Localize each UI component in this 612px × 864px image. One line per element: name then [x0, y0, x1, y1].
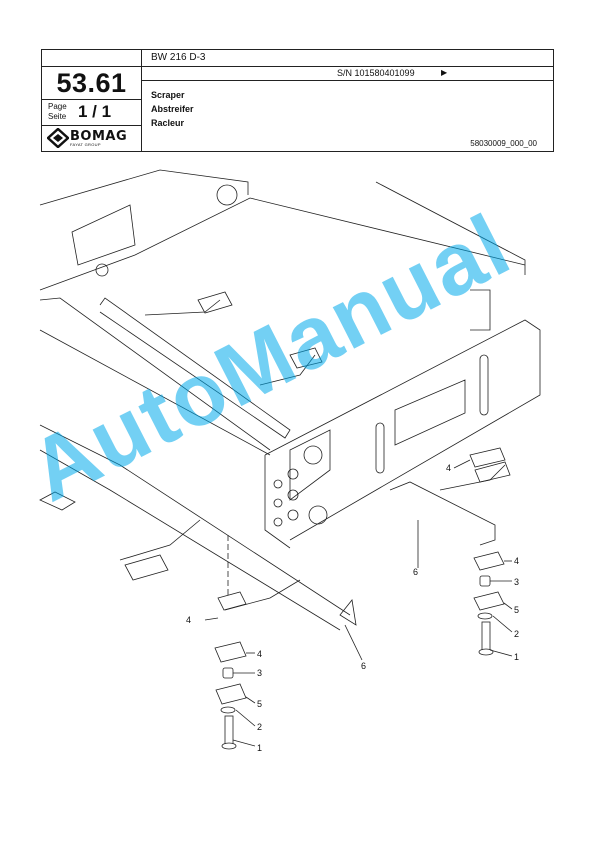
callout-label: 3 [514, 577, 520, 587]
page-label-en: Page [48, 102, 67, 111]
callout-label: 1 [257, 743, 263, 753]
exploded-view-drawing [39, 169, 541, 750]
serial-arrow-icon: ▶ [441, 68, 448, 77]
brand-logo: BOMAG FAYAT GROUP [42, 126, 141, 151]
page-row: Page Seite 1 / 1 [42, 100, 141, 126]
callout-label: 3 [257, 668, 263, 678]
title-german: Abstreifer [151, 104, 194, 114]
brand-subtitle: FAYAT GROUP [70, 142, 101, 147]
callout-label: 6 [413, 567, 419, 577]
title-french: Racleur [151, 118, 185, 128]
page-label: Page Seite [48, 102, 67, 122]
title-english: Scraper [151, 90, 185, 100]
model-row: BW 216 D-3 [141, 50, 553, 67]
callout-label: 5 [514, 605, 520, 615]
callout-label: 4 [446, 463, 452, 473]
section-number: 53.61 [42, 67, 141, 100]
part-titles: Scraper Abstreifer Racleur [151, 88, 194, 130]
callout-label: 2 [257, 722, 263, 732]
callout-label: 5 [257, 699, 263, 709]
callout-label: 4 [186, 615, 192, 625]
callout-label: 1 [514, 652, 520, 662]
serial-number: S/N 101580401099 [337, 68, 415, 78]
callout-label: 4 [257, 649, 263, 659]
document-id: 58030009_000_00 [470, 139, 537, 148]
page-value: 1 / 1 [78, 102, 112, 121]
callout-label: 6 [361, 661, 367, 671]
right-fastener-stack [473, 551, 513, 657]
model-name: BW 216 D-3 [151, 52, 206, 63]
blank-cell [42, 50, 141, 67]
section-panel: 53.61 Page Seite 1 / 1 BOMAG FAYAT GROUP [42, 50, 142, 151]
callout-label: 4 [514, 556, 520, 566]
frame-outline [39, 169, 541, 661]
title-block: 53.61 Page Seite 1 / 1 BOMAG FAYAT GROUP… [41, 49, 554, 152]
left-fastener-stack [214, 591, 256, 750]
brand-name: BOMAG [70, 129, 128, 144]
page-label-de: Seite [48, 112, 67, 121]
serial-row: S/N 101580401099 ▶ [141, 67, 553, 81]
bomag-diamond-icon [47, 128, 69, 148]
callout-label: 2 [514, 629, 520, 639]
